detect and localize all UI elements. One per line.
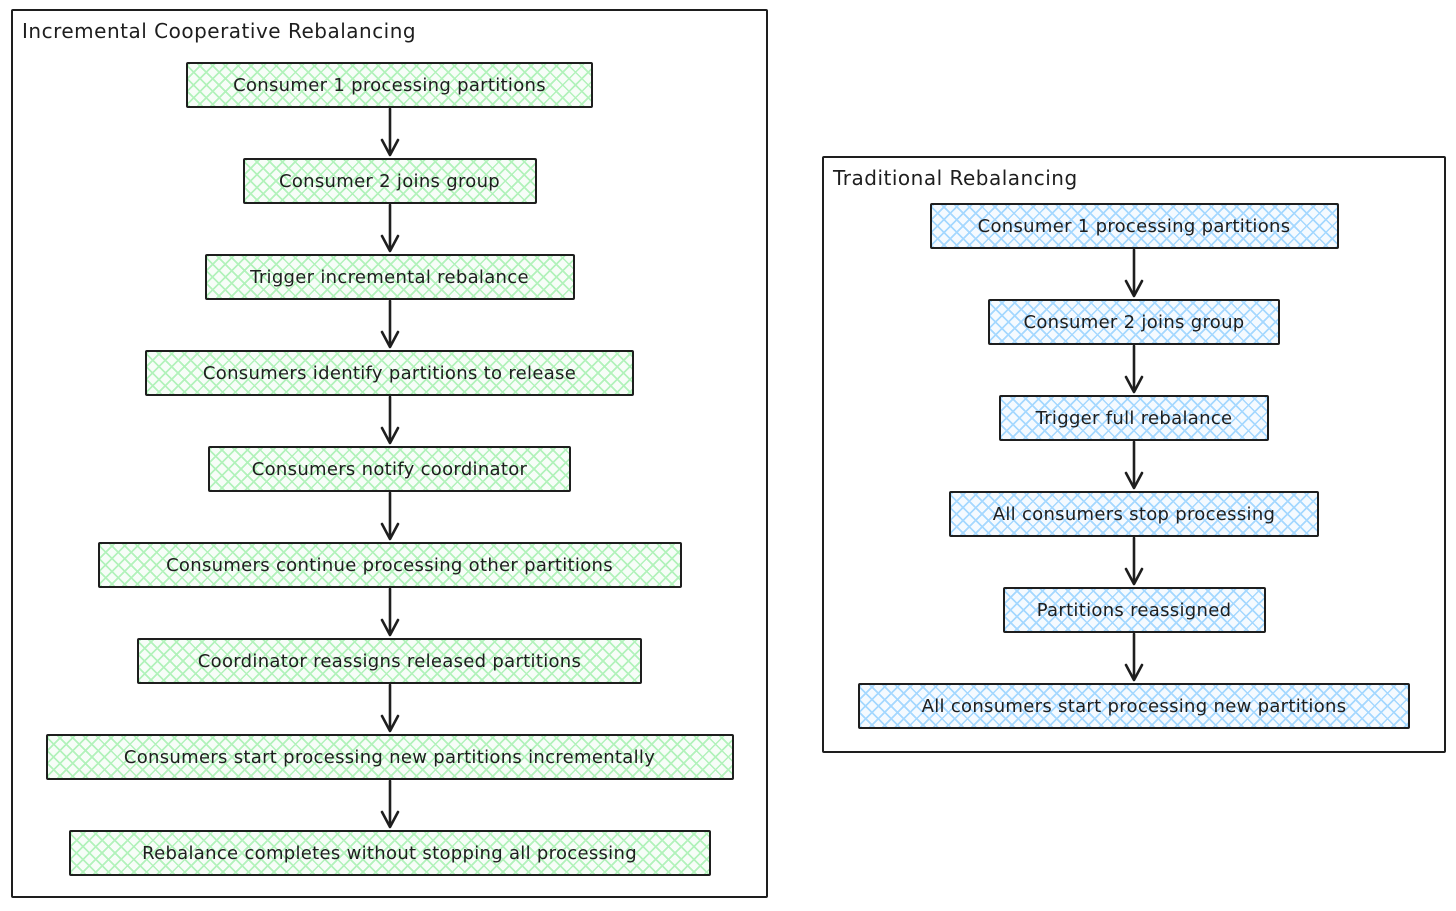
flow-step: Consumers continue processing other part…: [97, 542, 682, 638]
flow-step-label: Consumer 1 processing partitions: [233, 74, 546, 96]
flow-step: Consumer 1 processing partitions: [929, 203, 1339, 299]
flow-step-box: Consumers start processing new partition…: [45, 734, 734, 780]
flow-step-label: Consumers continue processing other part…: [166, 554, 613, 576]
flow-step: Consumer 1 processing partitions: [186, 62, 593, 158]
down-arrow-icon: [380, 684, 399, 733]
flow-step: Trigger full rebalance: [999, 395, 1269, 491]
flow-step: Consumers notify coordinator: [208, 446, 571, 542]
down-arrow-icon: [380, 204, 399, 253]
flow-step-label: Consumer 2 joins group: [278, 170, 501, 192]
flow-step-label: Rebalance completes without stopping all…: [142, 842, 637, 864]
down-arrow-icon: [1124, 633, 1144, 682]
incremental-rebalancing-panel: Incremental Cooperative Rebalancing Cons…: [11, 9, 768, 898]
down-arrow-icon: [1124, 249, 1144, 298]
flow-step: Consumers start processing new partition…: [45, 734, 734, 830]
down-arrow-icon: [380, 588, 399, 637]
flow-step: All consumers stop processing: [949, 491, 1319, 587]
panel-title: Traditional Rebalancing: [833, 166, 1078, 190]
flow-step-label: Coordinator reassigns released partition…: [197, 650, 582, 672]
down-arrow-icon: [1124, 345, 1144, 394]
flow-step-label: Consumers notify coordinator: [251, 458, 528, 480]
flow-step-box: Consumers identify partitions to release: [145, 350, 634, 396]
flow-step-box: Trigger full rebalance: [999, 395, 1269, 441]
flow-step-box: All consumers stop processing: [949, 491, 1319, 537]
flow-step: Rebalance completes without stopping all…: [68, 830, 711, 876]
flow-steps: Consumer 1 processing partitions Consume…: [824, 203, 1444, 729]
flow-step-box: All consumers start processing new parti…: [858, 683, 1410, 729]
flow-step-box: Consumers notify coordinator: [208, 446, 571, 492]
flow-step-label: Trigger incremental rebalance: [250, 266, 529, 288]
flow-step-box: Coordinator reassigns released partition…: [137, 638, 642, 684]
down-arrow-icon: [380, 300, 399, 349]
flow-step-label: All consumers stop processing: [992, 503, 1276, 525]
flow-step-box: Consumer 2 joins group: [988, 299, 1280, 345]
down-arrow-icon: [1124, 441, 1144, 490]
flow-step: Consumer 2 joins group: [988, 299, 1280, 395]
down-arrow-icon: [380, 492, 399, 541]
flow-step-box: Partitions reassigned: [1002, 587, 1266, 633]
flow-step-box: Rebalance completes without stopping all…: [68, 830, 711, 876]
flow-step: All consumers start processing new parti…: [858, 683, 1410, 729]
flow-step: Consumer 2 joins group: [242, 158, 537, 254]
flow-step: Consumers identify partitions to release: [145, 350, 634, 446]
flow-step-label: Partitions reassigned: [1036, 599, 1232, 621]
traditional-rebalancing-panel: Traditional Rebalancing Consumer 1 proce…: [822, 156, 1446, 753]
down-arrow-icon: [380, 780, 399, 829]
flow-step-box: Consumers continue processing other part…: [97, 542, 682, 588]
flow-steps: Consumer 1 processing partitions Consume…: [13, 62, 766, 876]
flow-step-label: Consumer 2 joins group: [1023, 311, 1245, 333]
flow-step-label: Consumers identify partitions to release: [202, 362, 577, 384]
flow-step-label: Consumers start processing new partition…: [123, 746, 656, 768]
flow-step-box: Consumer 1 processing partitions: [186, 62, 593, 108]
flow-step: Trigger incremental rebalance: [204, 254, 575, 350]
down-arrow-icon: [1124, 537, 1144, 586]
flow-step: Coordinator reassigns released partition…: [137, 638, 642, 734]
panel-title: Incremental Cooperative Rebalancing: [22, 19, 417, 43]
down-arrow-icon: [380, 396, 399, 445]
flow-step-label: Trigger full rebalance: [1035, 407, 1233, 429]
flow-step: Partitions reassigned: [1002, 587, 1266, 683]
flow-step-box: Consumer 2 joins group: [242, 158, 537, 204]
down-arrow-icon: [380, 108, 399, 157]
flow-step-box: Trigger incremental rebalance: [204, 254, 575, 300]
flow-step-label: Consumer 1 processing partitions: [977, 215, 1291, 237]
flow-step-box: Consumer 1 processing partitions: [929, 203, 1339, 249]
flow-step-label: All consumers start processing new parti…: [921, 695, 1347, 717]
